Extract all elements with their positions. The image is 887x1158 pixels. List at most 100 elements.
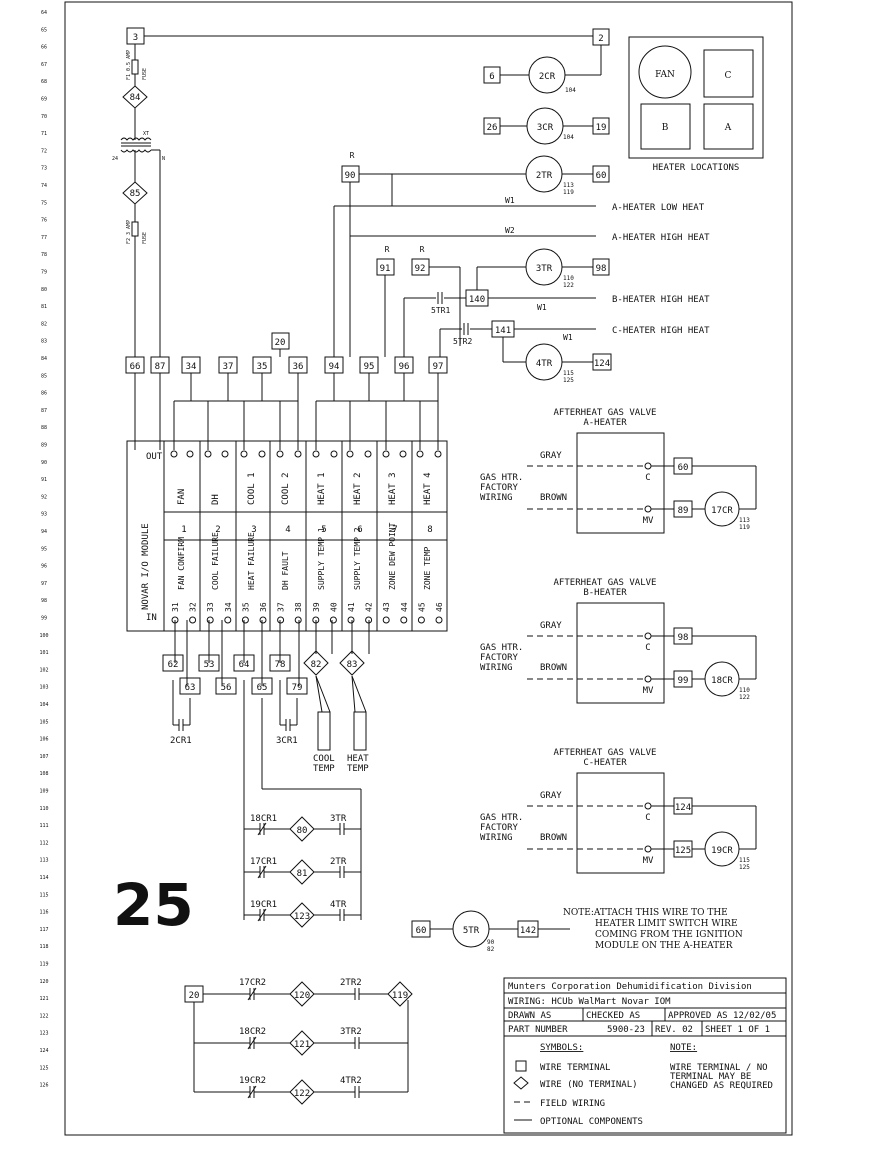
brown-wire: BROWN: [540, 663, 567, 673]
row-number-67: 67: [41, 62, 47, 68]
wire-80: [289, 816, 315, 842]
terminal-79: [286, 677, 308, 695]
pin-c: [644, 632, 652, 640]
channel-5: 5: [321, 525, 326, 535]
wiring-title: WIRING: HCUb WalMart Novar IOM: [508, 997, 671, 1007]
heater-locations: FAN C B A HEATER LOCATIONS: [628, 36, 764, 173]
a-heater-low-heat: A-HEATER LOW HEAT: [612, 203, 705, 213]
svg-text:113: 113: [563, 182, 574, 189]
pin-mv: [644, 845, 652, 853]
contact-19CR1: 19CR1: [250, 900, 277, 910]
valve-title: AFTERHEAT GAS VALVE: [554, 748, 657, 758]
row-number-99: 99: [41, 616, 47, 622]
row-number-112: 112: [39, 840, 48, 846]
input-6-label: SUPPLY TEMP 2: [353, 527, 362, 590]
row-number-75: 75: [41, 200, 47, 206]
contact-17CR2: 17CR2: [239, 978, 266, 988]
neutral-label: N: [162, 156, 165, 162]
svg-text:W1: W1: [537, 303, 547, 312]
row-number-83: 83: [41, 339, 47, 345]
terminal-60: 60: [596, 171, 607, 181]
row-number-81: 81: [41, 304, 47, 310]
channel-1: 1: [181, 525, 186, 535]
in-pin-31-label: 31: [171, 602, 180, 612]
svg-text:122: 122: [563, 282, 574, 289]
out-pin-14: [416, 450, 424, 458]
output-7-label: HEAT 3: [388, 472, 398, 505]
in-pin-36: [259, 616, 267, 624]
fuse-f2-label: F2 3 AMP: [126, 220, 132, 244]
channel-8: 8: [427, 525, 432, 535]
in-pin-45-label: 45: [417, 602, 426, 612]
out-pin-10: [346, 450, 354, 458]
terminal-26: 26: [487, 123, 498, 133]
svg-text:5TR2: 5TR2: [453, 337, 472, 346]
terminal-94-label: 94: [329, 362, 340, 372]
heater-a-location: A: [724, 123, 732, 133]
heater-c-location: C: [725, 71, 732, 81]
contact-slash-1: [247, 1036, 257, 1050]
in-pin-39-label: 39: [312, 602, 321, 612]
row-number-104: 104: [39, 702, 48, 708]
in-pin-37: [277, 616, 285, 624]
out-pin-6: [276, 450, 284, 458]
top-relays: 2 6 2CR 104 26 3CR 104 19: [483, 28, 610, 145]
terminal-125-label: 125: [675, 846, 691, 856]
heat-temp-line1: HEAT: [347, 754, 369, 764]
terminal-99-label: 99: [678, 676, 689, 686]
wire-122: [289, 1079, 315, 1105]
output-4-label: COOL 2: [281, 472, 291, 505]
factory-1: GAS HTR.: [480, 813, 523, 823]
contact-2cr1: 2CR1: [170, 736, 192, 746]
label-c: C: [645, 643, 650, 653]
fan-location: FAN: [655, 70, 675, 80]
in-pin-44-label: 44: [400, 602, 409, 612]
row-number-71: 71: [41, 131, 47, 137]
in-pin-43: [382, 616, 390, 624]
row-number-120: 120: [39, 979, 48, 985]
relay-4tr: 4TR: [536, 359, 553, 369]
pin-mv: [644, 675, 652, 683]
transformer-circuit: 3 F1 0.5 AMP FUSE 84 XT 24 N 85 F2 3 AMP…: [112, 27, 593, 357]
relay-19CR: 19CR: [711, 846, 733, 856]
title-block: Munters Corporation Dehumidification Div…: [503, 977, 787, 1134]
row-number-109: 109: [39, 789, 48, 795]
page-number: 25: [113, 871, 194, 939]
svg-text:R: R: [385, 245, 390, 254]
channel-7: 7: [392, 525, 397, 535]
terminal-87-label: 87: [155, 362, 166, 372]
output-8-label: HEAT 4: [423, 472, 433, 505]
row-number-88: 88: [41, 425, 47, 431]
revision: REV. 02: [655, 1025, 693, 1035]
input-5-label: SUPPLY TEMP 1: [317, 527, 326, 590]
coil-2TR: 2TR: [330, 857, 347, 867]
relay-ref-2: 122: [739, 694, 750, 701]
out-pin-3: [221, 450, 229, 458]
factory-3: WIRING: [480, 663, 513, 673]
drawn-by: DRAWN AS: [508, 1011, 551, 1021]
contact-slash-0: [247, 987, 257, 1001]
out-pin-1: [186, 450, 194, 458]
label-mv: MV: [643, 686, 654, 696]
c-heater-high-heat: C-HEATER HIGH HEAT: [612, 326, 710, 336]
factory-2: FACTORY: [480, 653, 519, 663]
channel-2: 2: [215, 525, 220, 535]
factory-2: FACTORY: [480, 483, 519, 493]
heat-temp-line2: TEMP: [347, 764, 369, 774]
relay-3cr: 3CR: [537, 123, 554, 133]
in-pin-45: [417, 616, 425, 624]
out-pin-7: [294, 450, 302, 458]
relay-5tr: 5TR: [463, 926, 480, 936]
svg-text:FUSE: FUSE: [142, 68, 148, 80]
in-pin-33-label: 33: [206, 602, 215, 612]
out-pin-13: [399, 450, 407, 458]
out-pin-11: [364, 450, 372, 458]
terminal-62: [162, 654, 184, 672]
symbol-wire-no-terminal: WIRE (NO TERMINAL): [540, 1080, 638, 1090]
label-c: C: [645, 473, 650, 483]
symbols-label: SYMBOLS:: [540, 1043, 583, 1053]
in-pin-40: [329, 616, 337, 624]
b-heater-high-heat: B-HEATER HIGH HEAT: [612, 295, 710, 305]
